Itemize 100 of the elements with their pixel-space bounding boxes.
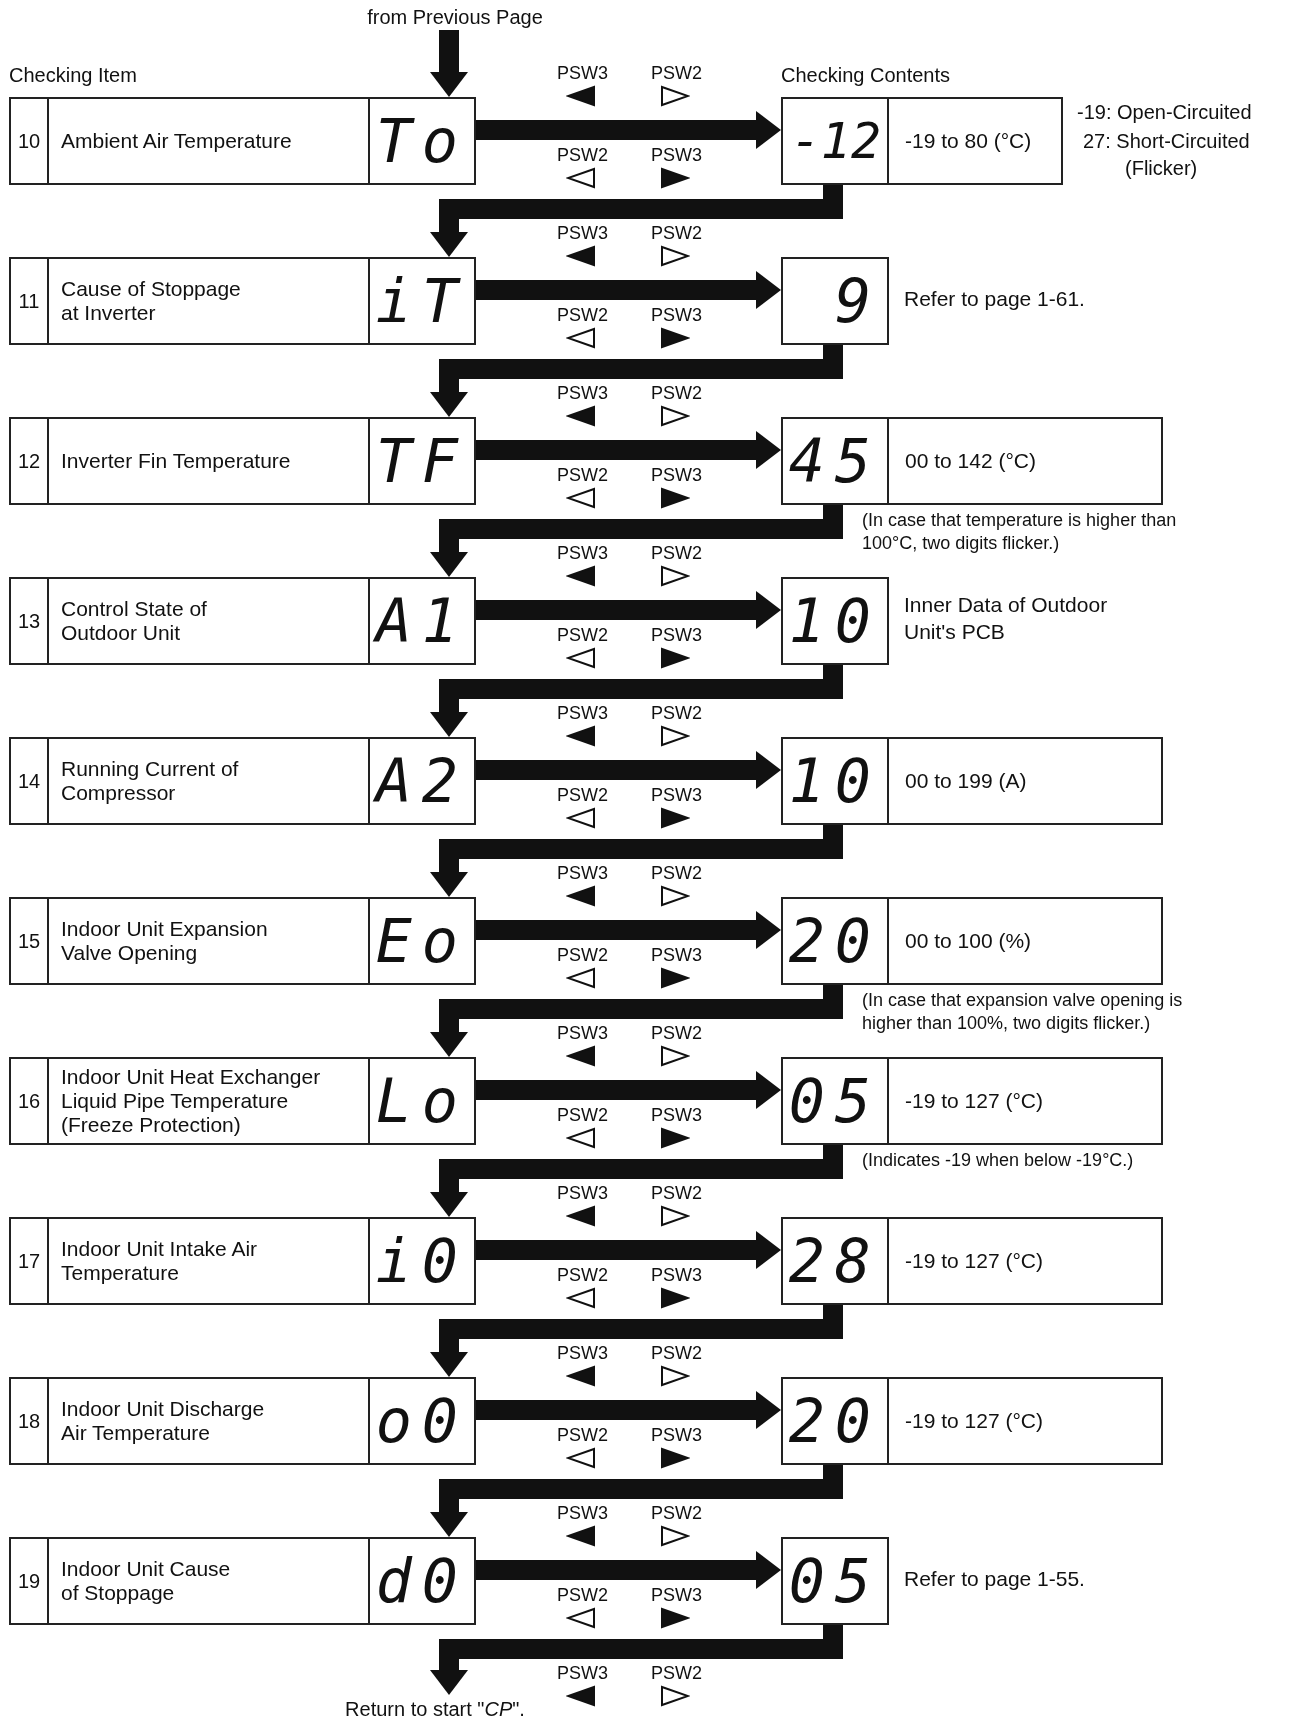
display-box (368, 417, 476, 505)
display-box (781, 257, 889, 345)
flow-arrow (476, 1071, 781, 1109)
flow-arrow (476, 1231, 781, 1269)
flow-arrow (430, 825, 843, 897)
display-code: i0 (375, 1226, 468, 1296)
display-code: 20 (788, 906, 881, 976)
note-text: -19: Open-Circuited (1077, 101, 1252, 124)
number-box (9, 1217, 49, 1305)
column-heading: Checking Item (9, 64, 137, 87)
switch-label: PSW2 (651, 1503, 699, 1524)
display-code: Eo (375, 906, 468, 976)
content-box (887, 1057, 1163, 1145)
item-number: 16 (17, 1089, 41, 1113)
switch-label: PSW2 (557, 1425, 605, 1446)
switch-label: PSW2 (557, 1585, 605, 1606)
flow-arrow (476, 271, 781, 309)
display-code: A1 (375, 586, 468, 656)
display-code: 9 (834, 266, 881, 336)
value-range: 00 to 100 (%) (905, 929, 1032, 953)
content-box (887, 737, 1163, 825)
flow-arrow (430, 1145, 843, 1217)
flow-arrow (476, 431, 781, 469)
item-number: 10 (17, 129, 41, 153)
display-box (781, 417, 889, 505)
number-box (9, 97, 49, 185)
display-code: To (375, 106, 468, 176)
item-number: 18 (17, 1409, 41, 1433)
number-box (9, 897, 49, 985)
switch-label: PSW2 (651, 1023, 699, 1044)
switch-label: PSW2 (651, 1343, 699, 1364)
switch-label: PSW2 (557, 1105, 605, 1126)
switch-label: PSW2 (557, 305, 605, 326)
item-number: 15 (17, 929, 41, 953)
switch-label: PSW2 (651, 863, 699, 884)
display-code: iT (375, 266, 468, 336)
display-code: o0 (375, 1386, 468, 1456)
note-text: from Previous Page (340, 4, 570, 30)
number-box (9, 1057, 49, 1145)
item-box (47, 897, 370, 985)
item-name: Indoor Unit Heat Exchanger Liquid Pipe Temperature (Freeze Protection) (61, 1064, 322, 1138)
content-box (887, 97, 1063, 185)
display-box (781, 737, 889, 825)
content-box (887, 897, 1163, 985)
number-box (9, 577, 49, 665)
flow-arrow (430, 185, 843, 257)
flow-arrow (430, 1465, 843, 1537)
display-box (368, 1537, 476, 1625)
item-box (47, 1537, 370, 1625)
number-box (9, 1377, 49, 1465)
display-code: 10 (788, 586, 881, 656)
number-box (9, 1537, 49, 1625)
number-box (9, 417, 49, 505)
display-box (368, 257, 476, 345)
switch-label: PSW2 (651, 223, 699, 244)
item-name: Indoor Unit Discharge Air Temperature (61, 1396, 266, 1446)
flow-arrow (430, 985, 843, 1057)
display-box (368, 1217, 476, 1305)
value-range: -19 to 127 (°C) (905, 1409, 1043, 1433)
switch-label: PSW2 (651, 543, 699, 564)
display-box (781, 1057, 889, 1145)
display-box (368, 897, 476, 985)
item-name: Indoor Unit Cause of Stoppage (61, 1556, 232, 1606)
display-box (781, 1537, 889, 1625)
note-text: 27: Short-Circuited (Flicker) (1083, 129, 1251, 181)
display-box (368, 737, 476, 825)
flow-arrow (476, 591, 781, 629)
switch-label: PSW2 (651, 1663, 699, 1684)
value-range: 00 to 199 (A) (905, 769, 1027, 793)
switch-label: PSW2 (557, 785, 605, 806)
note-text: (In case that temperature is higher than 100°C, two digits flicker.) (862, 509, 1178, 556)
item-number: 14 (17, 769, 41, 793)
content-box (887, 1377, 1163, 1465)
switch-label: PSW2 (651, 63, 699, 84)
item-name: Running Current of Compressor (61, 756, 240, 806)
display-box (368, 1377, 476, 1465)
number-box (9, 257, 49, 345)
value-range: -19 to 127 (°C) (905, 1089, 1043, 1113)
display-box (781, 897, 889, 985)
item-box (47, 257, 370, 345)
item-number: 19 (17, 1569, 41, 1593)
flow-arrow (476, 1551, 781, 1589)
switch-label: PSW2 (557, 625, 605, 646)
item-number: 11 (18, 289, 40, 313)
note-text: (In case that expansion valve opening is higher than 100%, two digits flicker.) (862, 989, 1184, 1036)
value-range: -19 to 80 (°C) (905, 129, 1032, 153)
item-name: Inverter Fin Temperature (61, 448, 291, 474)
display-box (368, 97, 476, 185)
display-code: Lo (375, 1066, 468, 1136)
display-box (368, 577, 476, 665)
display-box (781, 577, 889, 665)
item-box (47, 1377, 370, 1465)
flow-arrow (430, 665, 843, 737)
item-number: 17 (17, 1249, 41, 1273)
switch-label: PSW2 (651, 383, 699, 404)
item-box (47, 737, 370, 825)
item-name: Indoor Unit Expansion Valve Opening (61, 916, 269, 966)
display-code: 05 (788, 1066, 881, 1136)
display-code: 45 (788, 426, 881, 496)
item-box (47, 417, 370, 505)
